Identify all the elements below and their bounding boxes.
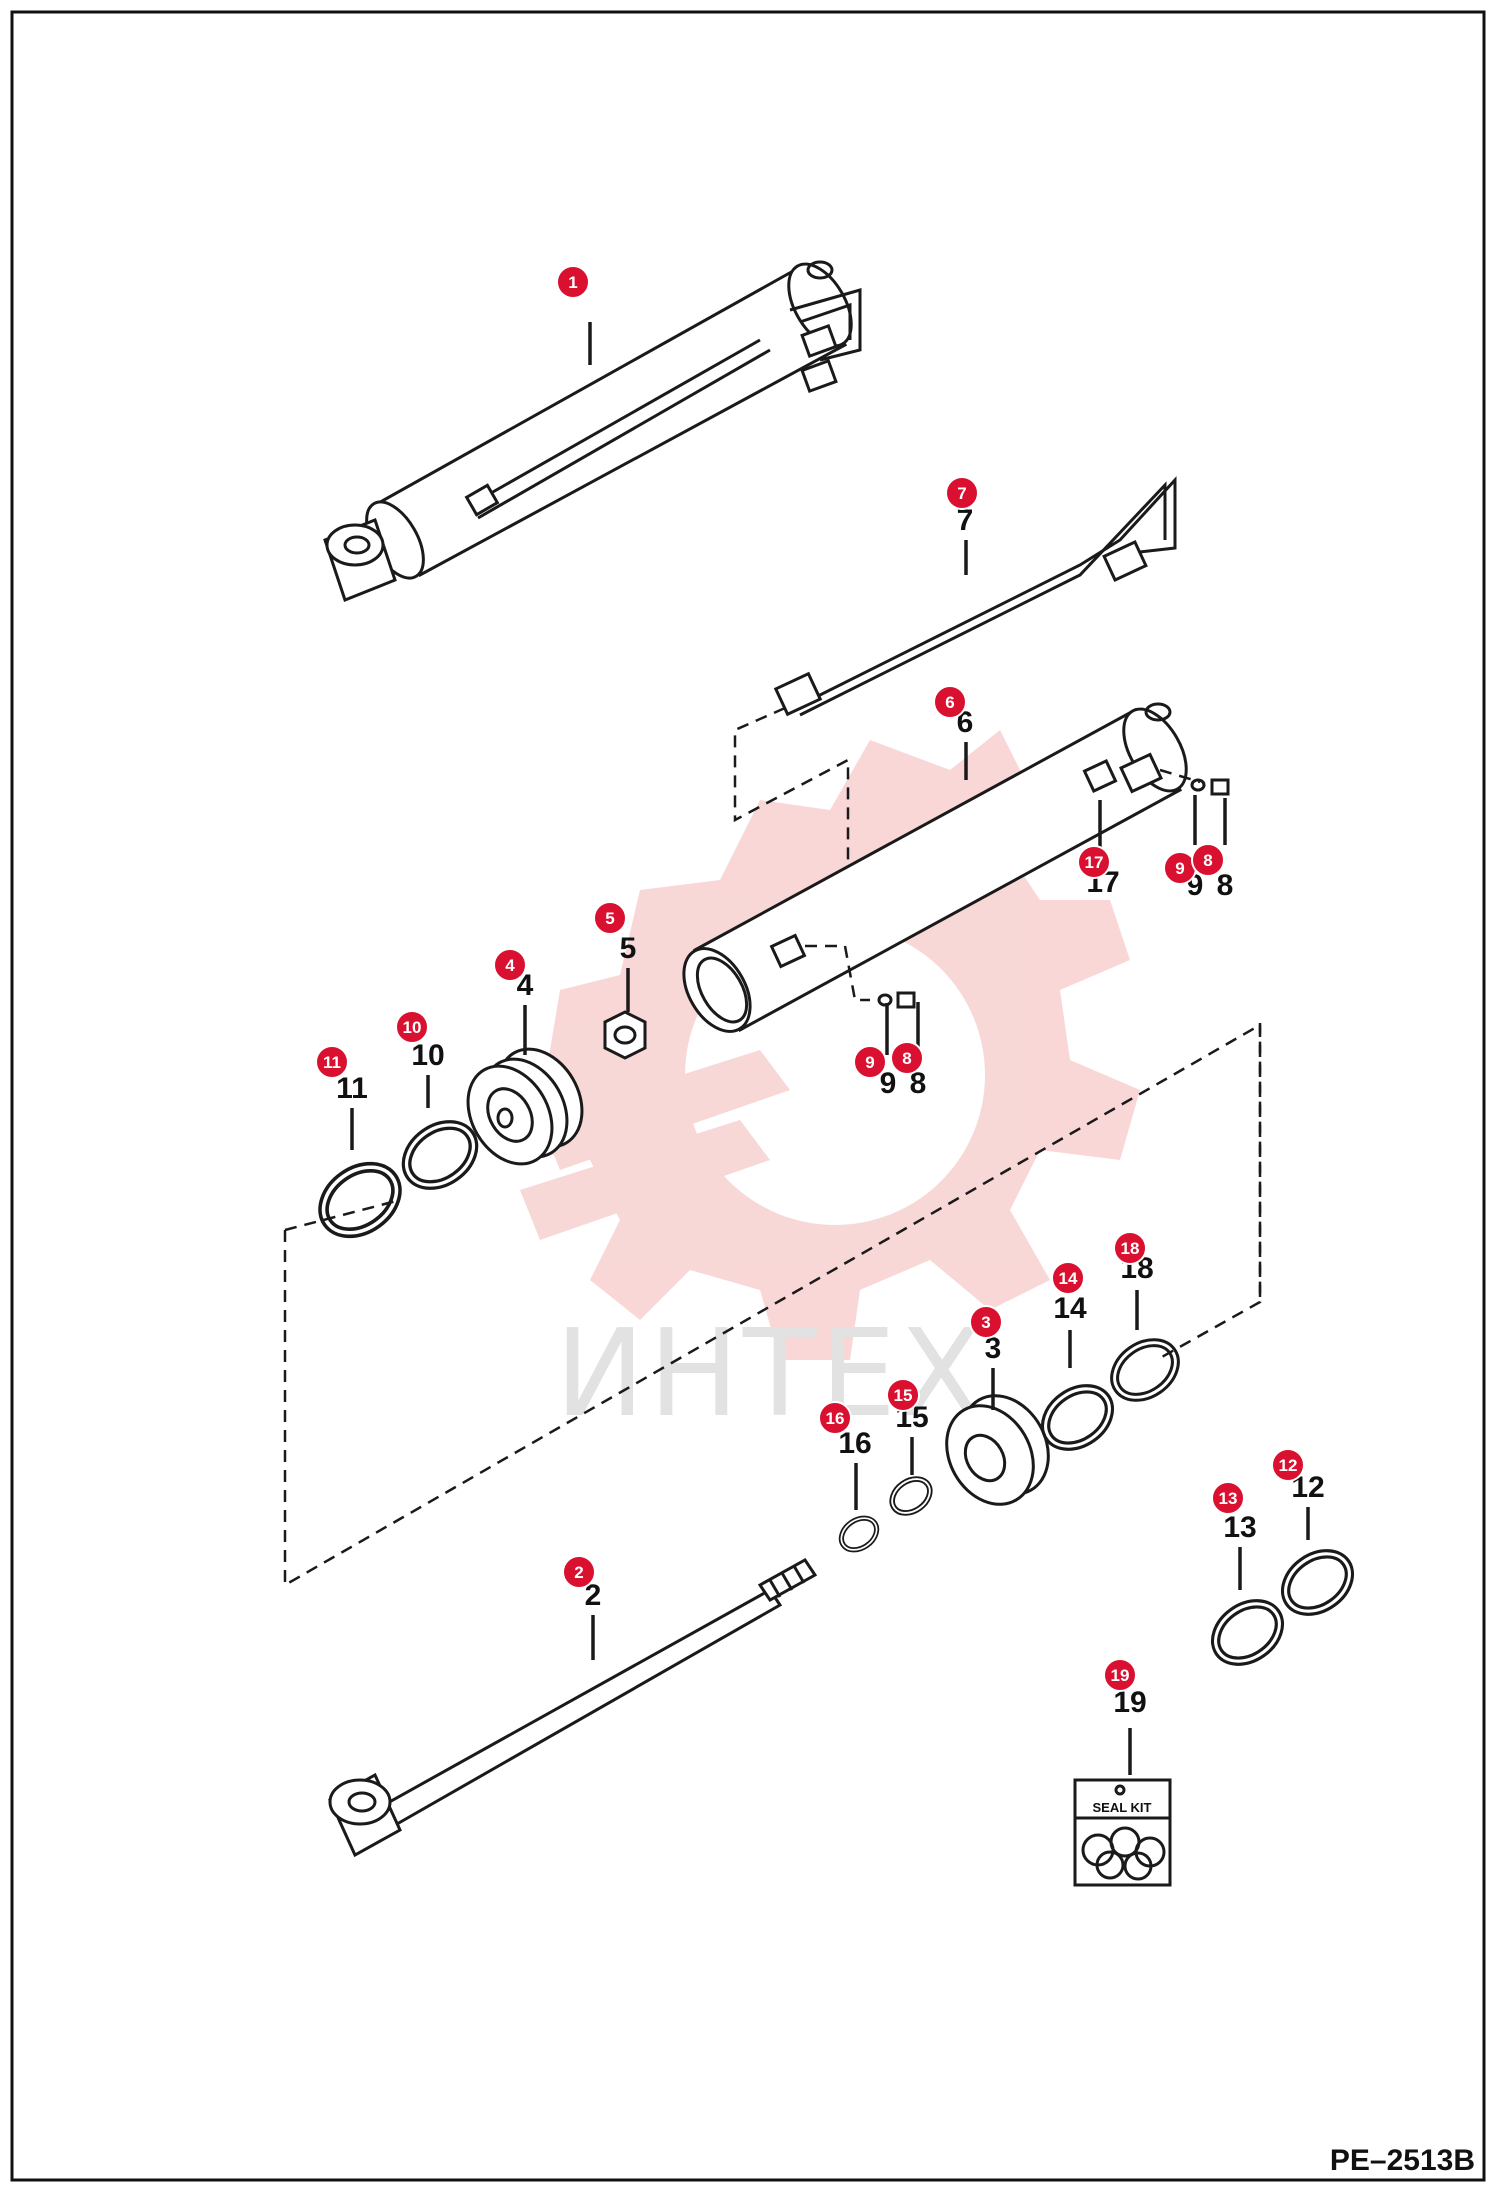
callout-badge[interactable] bbox=[1191, 843, 1225, 877]
callout-badge[interactable] bbox=[933, 685, 967, 719]
callout-badge[interactable] bbox=[1077, 845, 1111, 879]
callout-cylinder-assembly: 1 bbox=[556, 265, 592, 365]
port-dash-2 bbox=[1159, 768, 1201, 784]
rod bbox=[328, 1558, 818, 1858]
callout-badge-number: 3 bbox=[981, 1313, 990, 1332]
callout-badge[interactable] bbox=[562, 1555, 596, 1589]
callout-badge[interactable] bbox=[1211, 1481, 1245, 1515]
callout-badge-number: 16 bbox=[826, 1409, 845, 1428]
cylinder-assembly bbox=[323, 260, 862, 602]
part-number-label: 8 bbox=[1217, 869, 1234, 902]
callout-badge-number: 10 bbox=[403, 1018, 422, 1037]
callout-badge[interactable] bbox=[1271, 1448, 1305, 1482]
callout-badge-number: 2 bbox=[574, 1563, 583, 1582]
callout-badge-number: 4 bbox=[505, 956, 515, 975]
callout-badge[interactable] bbox=[593, 901, 627, 935]
callout-badge[interactable] bbox=[969, 1305, 1003, 1339]
callout-badge[interactable] bbox=[493, 948, 527, 982]
wiper-seal-16 bbox=[832, 1508, 886, 1560]
callout-tube-line: 77 bbox=[945, 476, 979, 575]
part-number-label: 11 bbox=[336, 1072, 368, 1105]
callout-badge-number: 14 bbox=[1059, 1269, 1078, 1288]
part-number-label: 10 bbox=[411, 1039, 444, 1072]
callout-badge-number: 15 bbox=[894, 1386, 913, 1405]
callout-badge-number: 8 bbox=[902, 1049, 911, 1068]
port-dash bbox=[805, 944, 870, 1002]
callout-piston: 44 bbox=[493, 948, 534, 1055]
callout-badge-number: 9 bbox=[865, 1053, 874, 1072]
plug-set-upper bbox=[1190, 778, 1230, 796]
callout-badge[interactable] bbox=[1113, 1231, 1147, 1265]
watermark-text: ИНТЕХ bbox=[555, 1305, 986, 1444]
callout-badge[interactable] bbox=[945, 476, 979, 510]
callout-badge-number: 13 bbox=[1219, 1489, 1238, 1508]
gland-head bbox=[945, 1394, 1050, 1506]
rod-seal-15 bbox=[882, 1468, 940, 1524]
callout-plug: 88 bbox=[890, 1002, 927, 1100]
callout-badge[interactable] bbox=[1103, 1658, 1137, 1692]
o-ring-12 bbox=[1268, 1536, 1367, 1629]
callout-badge[interactable] bbox=[853, 1045, 887, 1079]
seal-kit-icon: SEAL KIT bbox=[1073, 1778, 1172, 1887]
lock-nut bbox=[603, 1010, 647, 1060]
page-border bbox=[10, 10, 1486, 2182]
tube-line bbox=[773, 476, 1177, 717]
callout-badge-number: 11 bbox=[323, 1053, 341, 1072]
callout-barrel: 66 bbox=[933, 685, 973, 780]
callout-badge[interactable] bbox=[315, 1045, 349, 1079]
connector-dash bbox=[733, 706, 850, 956]
barrel bbox=[682, 702, 1188, 1033]
callout-badge[interactable] bbox=[818, 1401, 852, 1435]
callout-badge-number: 17 bbox=[1085, 853, 1104, 872]
part-number-label: 2 bbox=[585, 1579, 602, 1612]
callout-head: 33 bbox=[969, 1305, 1003, 1410]
callout-badge-number: 19 bbox=[1111, 1666, 1130, 1685]
callout-badge-number: 1 bbox=[568, 273, 577, 292]
callout-badge[interactable] bbox=[556, 265, 590, 299]
callout-lock-nut: 55 bbox=[593, 901, 637, 1012]
callout-badge-number: 18 bbox=[1121, 1239, 1140, 1258]
part-number-label: 16 bbox=[838, 1427, 871, 1460]
o-ring-18 bbox=[1098, 1325, 1192, 1415]
callout-badge-number: 5 bbox=[605, 909, 614, 928]
part-number-label: 3 bbox=[985, 1332, 1002, 1365]
piston bbox=[466, 1047, 584, 1166]
seal-kit-label: SEAL KIT bbox=[1093, 1800, 1152, 1815]
callout-badge-number: 12 bbox=[1279, 1456, 1298, 1475]
part-number-label: 14 bbox=[1053, 1292, 1087, 1325]
back-up-ring-13 bbox=[1198, 1586, 1297, 1679]
part-number-label: 13 bbox=[1223, 1511, 1256, 1544]
callout-plug: 88 bbox=[1191, 798, 1234, 902]
callouts: 1776617179988554410101111998818181414331… bbox=[315, 265, 1325, 1775]
callout-badge[interactable] bbox=[1051, 1261, 1085, 1295]
callout-badge[interactable] bbox=[395, 1010, 429, 1044]
explode-frame bbox=[283, 1023, 1262, 1588]
part-number-label: 9 bbox=[880, 1067, 897, 1100]
part-number-label: 8 bbox=[910, 1067, 927, 1100]
callout-o-ring: 99 bbox=[853, 1003, 897, 1100]
callout-badge-number: 7 bbox=[957, 484, 966, 503]
callout-badge-number: 9 bbox=[1175, 859, 1184, 878]
callout-badge-number: 6 bbox=[945, 693, 954, 712]
callout-badge[interactable] bbox=[886, 1378, 920, 1412]
diagram-code: PE–2513B bbox=[1330, 2144, 1475, 2177]
part-number-label: 7 bbox=[957, 504, 974, 537]
callout-rod: 22 bbox=[562, 1555, 602, 1660]
callout-badge[interactable] bbox=[890, 1041, 924, 1075]
callout-badge-number: 8 bbox=[1203, 851, 1212, 870]
plug-set-lower bbox=[877, 991, 916, 1009]
part-number-label: 5 bbox=[620, 932, 637, 965]
seal-ring-11 bbox=[304, 1146, 416, 1254]
